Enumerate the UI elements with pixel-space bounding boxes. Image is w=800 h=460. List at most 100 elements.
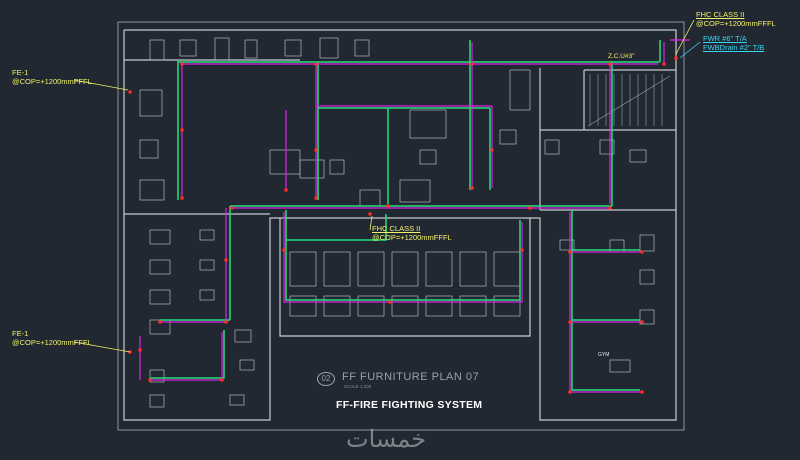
sprinkler-node: [640, 390, 644, 394]
sprinkler-node: [608, 206, 612, 210]
table: [357, 251, 385, 287]
fhc-mid-label: FHC CLASS II @COP=+1200mmFFFL: [372, 224, 452, 242]
table: [357, 295, 385, 317]
sprinkler-node: [158, 320, 162, 324]
sprinkler-node: [282, 248, 286, 252]
table: [459, 251, 487, 287]
sprinkler-node: [640, 250, 644, 254]
fixture: [234, 329, 252, 343]
building-wall: [279, 218, 531, 337]
table: [493, 295, 521, 317]
fhc-mid-line1: FHC CLASS II: [372, 224, 421, 233]
table: [323, 251, 351, 287]
zcu-label: Z.C.U#3": [608, 53, 635, 60]
plan-scale: SCALE 1:100: [344, 384, 372, 389]
sprinkler-node: [220, 378, 224, 382]
fixture: [609, 359, 631, 373]
sprinkler-node: [314, 148, 318, 152]
fe-left-line1: FE-1: [12, 68, 29, 77]
fixture: [179, 39, 197, 57]
table: [425, 295, 453, 317]
leader-fhc-mid: [369, 215, 373, 231]
fixture: [359, 189, 381, 207]
fire-pipe-magenta: [150, 332, 223, 381]
plan-number-bubble: 02: [317, 372, 335, 386]
sprinkler-node: [180, 128, 184, 132]
sprinkler-node: [608, 62, 612, 66]
fixture: [239, 359, 255, 371]
table: [459, 295, 487, 317]
fhc-top-line1: FHC CLASS II: [696, 10, 745, 19]
fixture: [199, 289, 215, 301]
fhc-top-label: FHC CLASS II @COP=+1200mmFFFL: [696, 10, 776, 28]
sprinkler-node: [138, 348, 142, 352]
fixture: [599, 139, 615, 155]
outer-frame: [117, 21, 685, 431]
sprinkler-node: [284, 188, 288, 192]
fixture: [199, 259, 215, 271]
fwr-label: FWR #6" T/A FWBDrain #2" T/B: [703, 34, 764, 52]
fixture: [319, 37, 339, 59]
fixture: [299, 159, 325, 179]
fe-low-line2: @COP=+1200mmFFFL: [12, 338, 92, 347]
fwbdrain-line: FWBDrain #2" T/B: [703, 43, 765, 52]
sprinkler-node: [568, 320, 572, 324]
fire-pipe-green: [285, 210, 521, 301]
leader-fe-left: [73, 79, 129, 91]
table: [289, 295, 317, 317]
sprinkler-node: [490, 148, 494, 152]
table: [289, 251, 317, 287]
fixture: [139, 89, 163, 117]
sprinkler-node: [230, 206, 234, 210]
sprinkler-node: [662, 62, 666, 66]
fixture: [229, 394, 245, 406]
sprinkler-node: [470, 186, 474, 190]
sprinkler-node: [368, 212, 372, 216]
fixture: [354, 39, 370, 57]
fixture: [639, 234, 655, 252]
fixture: [409, 109, 447, 139]
fixture: [139, 179, 165, 201]
fire-pipe-green: [286, 214, 387, 241]
fixture: [199, 229, 215, 241]
fixture: [629, 149, 647, 163]
fixture: [244, 39, 258, 59]
sprinkler-node: [528, 206, 532, 210]
sprinkler-node: [520, 248, 524, 252]
building-wall: [123, 29, 677, 421]
fe-left-label: FE-1 @COP=+1200mmFFFL: [12, 68, 92, 86]
sprinkler-node: [148, 378, 152, 382]
fe-low-line1: FE-1: [12, 329, 29, 338]
fixture: [639, 269, 655, 285]
table: [391, 295, 419, 317]
fhc-mid-line2: @COP=+1200mmFFFL: [372, 233, 452, 242]
sprinkler-node: [224, 320, 228, 324]
fixture: [639, 309, 655, 325]
table: [425, 251, 453, 287]
sprinkler-node: [128, 90, 132, 94]
fhc-top-line2: @COP=+1200mmFFFL: [696, 19, 776, 28]
drawing-title: FF-FIRE FIGHTING SYSTEM: [336, 399, 483, 411]
leader-fwr: [679, 41, 701, 59]
sprinkler-node: [224, 258, 228, 262]
sprinkler-node: [314, 196, 318, 200]
sprinkler-node: [568, 250, 572, 254]
fire-pipe-green: [571, 210, 640, 391]
fire-pipe-green: [150, 330, 225, 379]
fixture: [544, 139, 560, 155]
room-label: GYM: [598, 352, 610, 358]
sprinkler-node: [180, 62, 184, 66]
sprinkler-node: [388, 300, 392, 304]
fire-pipe-magenta: [569, 212, 642, 393]
table: [391, 251, 419, 287]
fixture: [149, 394, 165, 408]
sprinkler-node: [180, 196, 184, 200]
leader-fhc-top: [675, 19, 695, 55]
fixture: [269, 149, 301, 175]
fixture: [149, 259, 171, 275]
sprinkler-node: [674, 56, 678, 60]
plan-name: FF FURNITURE PLAN 07: [342, 371, 480, 383]
table: [323, 295, 351, 317]
fe-low-label: FE-1 @COP=+1200mmFFFL: [12, 329, 92, 347]
